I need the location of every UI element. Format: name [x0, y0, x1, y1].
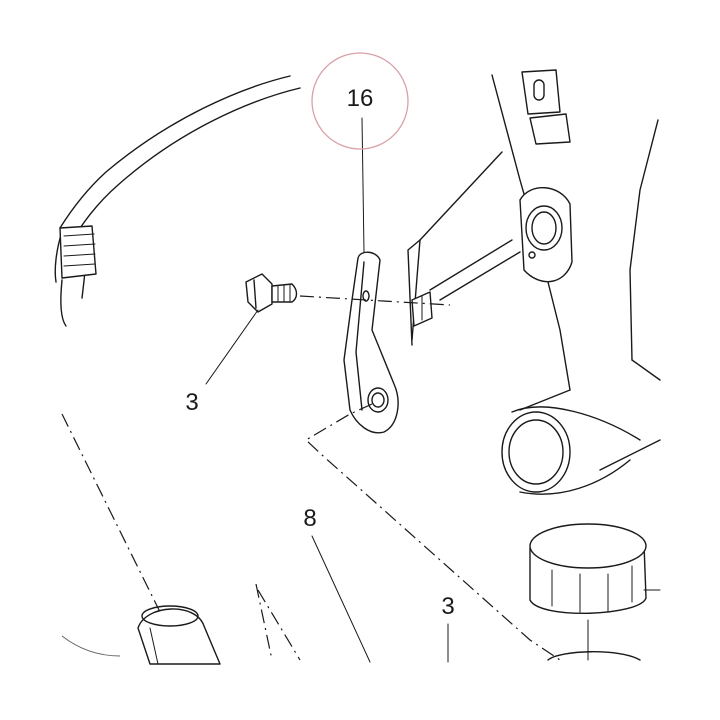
lower-left-component [61, 605, 221, 665]
leader-lines [205, 117, 449, 663]
callout-8: 8 [303, 505, 316, 532]
frame-structure [407, 69, 661, 495]
callout-16: 16 [347, 85, 374, 112]
center-lines [61, 295, 561, 661]
callout-3-lower: 3 [441, 593, 454, 620]
reservoir-cap [529, 523, 661, 661]
bracket-part [343, 251, 399, 434]
bolt-left [245, 273, 298, 313]
hose-left [54, 75, 301, 327]
highlight-circle [311, 52, 409, 150]
callout-3-left: 3 [185, 389, 198, 416]
